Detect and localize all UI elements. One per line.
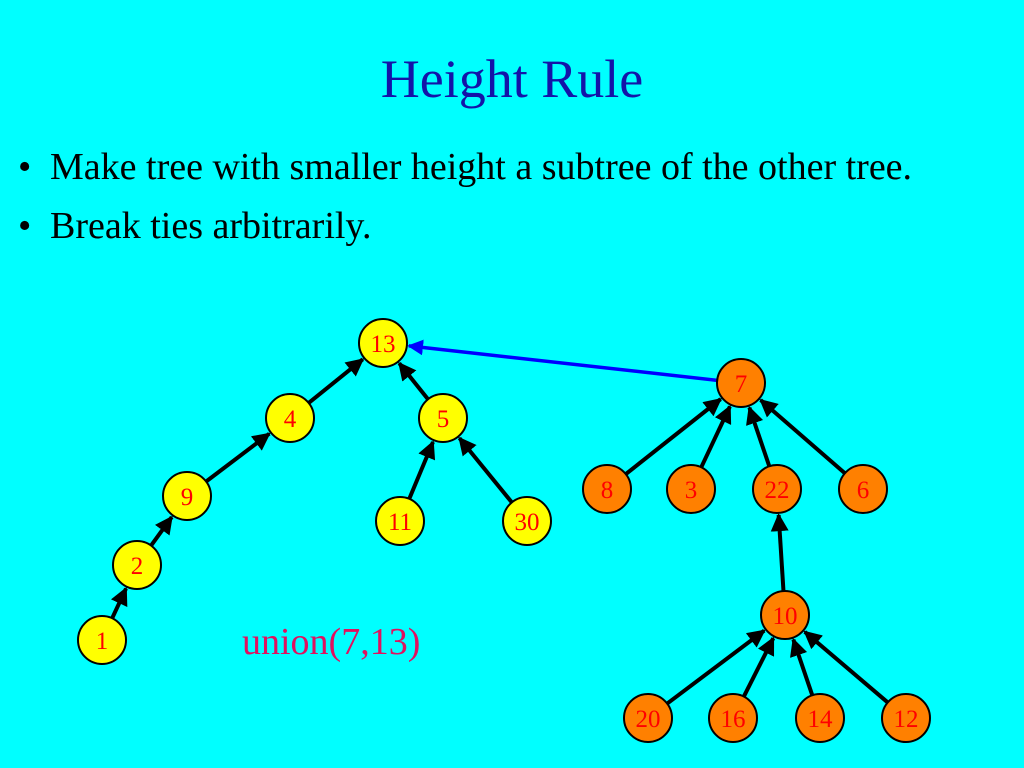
node-circle (375, 496, 425, 546)
edges-layer (110, 339, 890, 706)
orange-node-22: 22 (752, 464, 802, 514)
yellow-node-9: 9 (162, 471, 212, 521)
yellow-node-1: 1 (77, 615, 127, 665)
node-label: 12 (894, 706, 919, 733)
orange-node-3: 3 (666, 464, 716, 514)
node-label: 16 (721, 706, 746, 733)
node-label: 6 (857, 477, 870, 504)
node-label: 20 (636, 706, 661, 733)
edge-9-to-4 (204, 432, 271, 484)
node-circle (760, 590, 810, 640)
yellow-node-5: 5 (418, 393, 468, 443)
edge-14-to-10 (790, 637, 815, 696)
node-circle (838, 464, 888, 514)
edge-2-to-9 (149, 515, 174, 547)
orange-node-12: 12 (881, 693, 931, 743)
node-circle (502, 496, 552, 546)
orange-node-14: 14 (795, 693, 845, 743)
node-circle (162, 471, 212, 521)
node-circle (623, 693, 673, 743)
orange-node-6: 6 (838, 464, 888, 514)
node-label: 4 (284, 406, 297, 433)
node-label: 8 (601, 477, 614, 504)
node-label: 22 (765, 477, 790, 504)
node-circle (265, 393, 315, 443)
orange-node-20: 20 (623, 693, 673, 743)
node-label: 13 (371, 331, 396, 358)
node-label: 1 (96, 628, 109, 655)
node-label: 7 (735, 371, 748, 398)
yellow-node-4: 4 (265, 393, 315, 443)
node-circle (418, 393, 468, 443)
orange-node-8: 8 (582, 464, 632, 514)
node-label: 9 (181, 484, 194, 511)
edge-3-to-7 (699, 404, 732, 469)
yellow-node-2: 2 (112, 540, 162, 590)
node-circle (881, 693, 931, 743)
union-edge-7-to-13 (407, 339, 718, 383)
yellow-node-11: 11 (375, 496, 425, 546)
edge-1-to-2 (110, 586, 128, 620)
node-circle (112, 540, 162, 590)
node-circle (666, 464, 716, 514)
edge-4-to-13 (307, 357, 365, 405)
edge-20-to-10 (665, 629, 766, 706)
node-label: 2 (131, 553, 144, 580)
node-label: 10 (773, 603, 798, 630)
edge-11-to-5 (407, 440, 436, 500)
edge-10-to-22 (770, 513, 789, 592)
edge-30-to-5 (457, 436, 514, 504)
yellow-node-13: 13 (358, 318, 408, 368)
edge-12-to-10 (803, 630, 890, 704)
node-circle (752, 464, 802, 514)
bullet-dot-icon: • (18, 205, 32, 247)
node-label: 30 (515, 509, 540, 536)
node-circle (358, 318, 408, 368)
bullet-text: Break ties arbitrarily. (50, 205, 372, 247)
node-circle (582, 464, 632, 514)
edge-16-to-10 (742, 636, 776, 698)
edge-6-to-7 (759, 398, 847, 475)
bullet-item: • Break ties arbitrarily. (18, 204, 978, 248)
bullet-item: • Make tree with smaller height a subtree… (18, 145, 978, 189)
slide-title: Height Rule (380, 49, 644, 109)
edge-5-to-13 (397, 361, 430, 401)
union-caption: union(7,13) (242, 621, 420, 663)
node-circle (716, 358, 766, 408)
bullet-dot-icon: • (18, 146, 32, 188)
orange-node-10: 10 (760, 590, 810, 640)
bullet-text: Make tree with smaller height a subtree … (50, 146, 913, 188)
node-label: 3 (685, 477, 698, 504)
node-circle (708, 693, 758, 743)
node-circle (795, 693, 845, 743)
edge-8-to-7 (624, 397, 723, 476)
orange-node-16: 16 (708, 693, 758, 743)
edge-22-to-7 (746, 405, 772, 467)
node-label: 5 (437, 406, 450, 433)
node-circle (77, 615, 127, 665)
orange-node-7: 7 (716, 358, 766, 408)
bullet-list: • Make tree with smaller height a subtree… (18, 145, 978, 263)
yellow-node-30: 30 (502, 496, 552, 546)
node-label: 14 (808, 706, 834, 733)
node-label: 11 (388, 509, 412, 536)
